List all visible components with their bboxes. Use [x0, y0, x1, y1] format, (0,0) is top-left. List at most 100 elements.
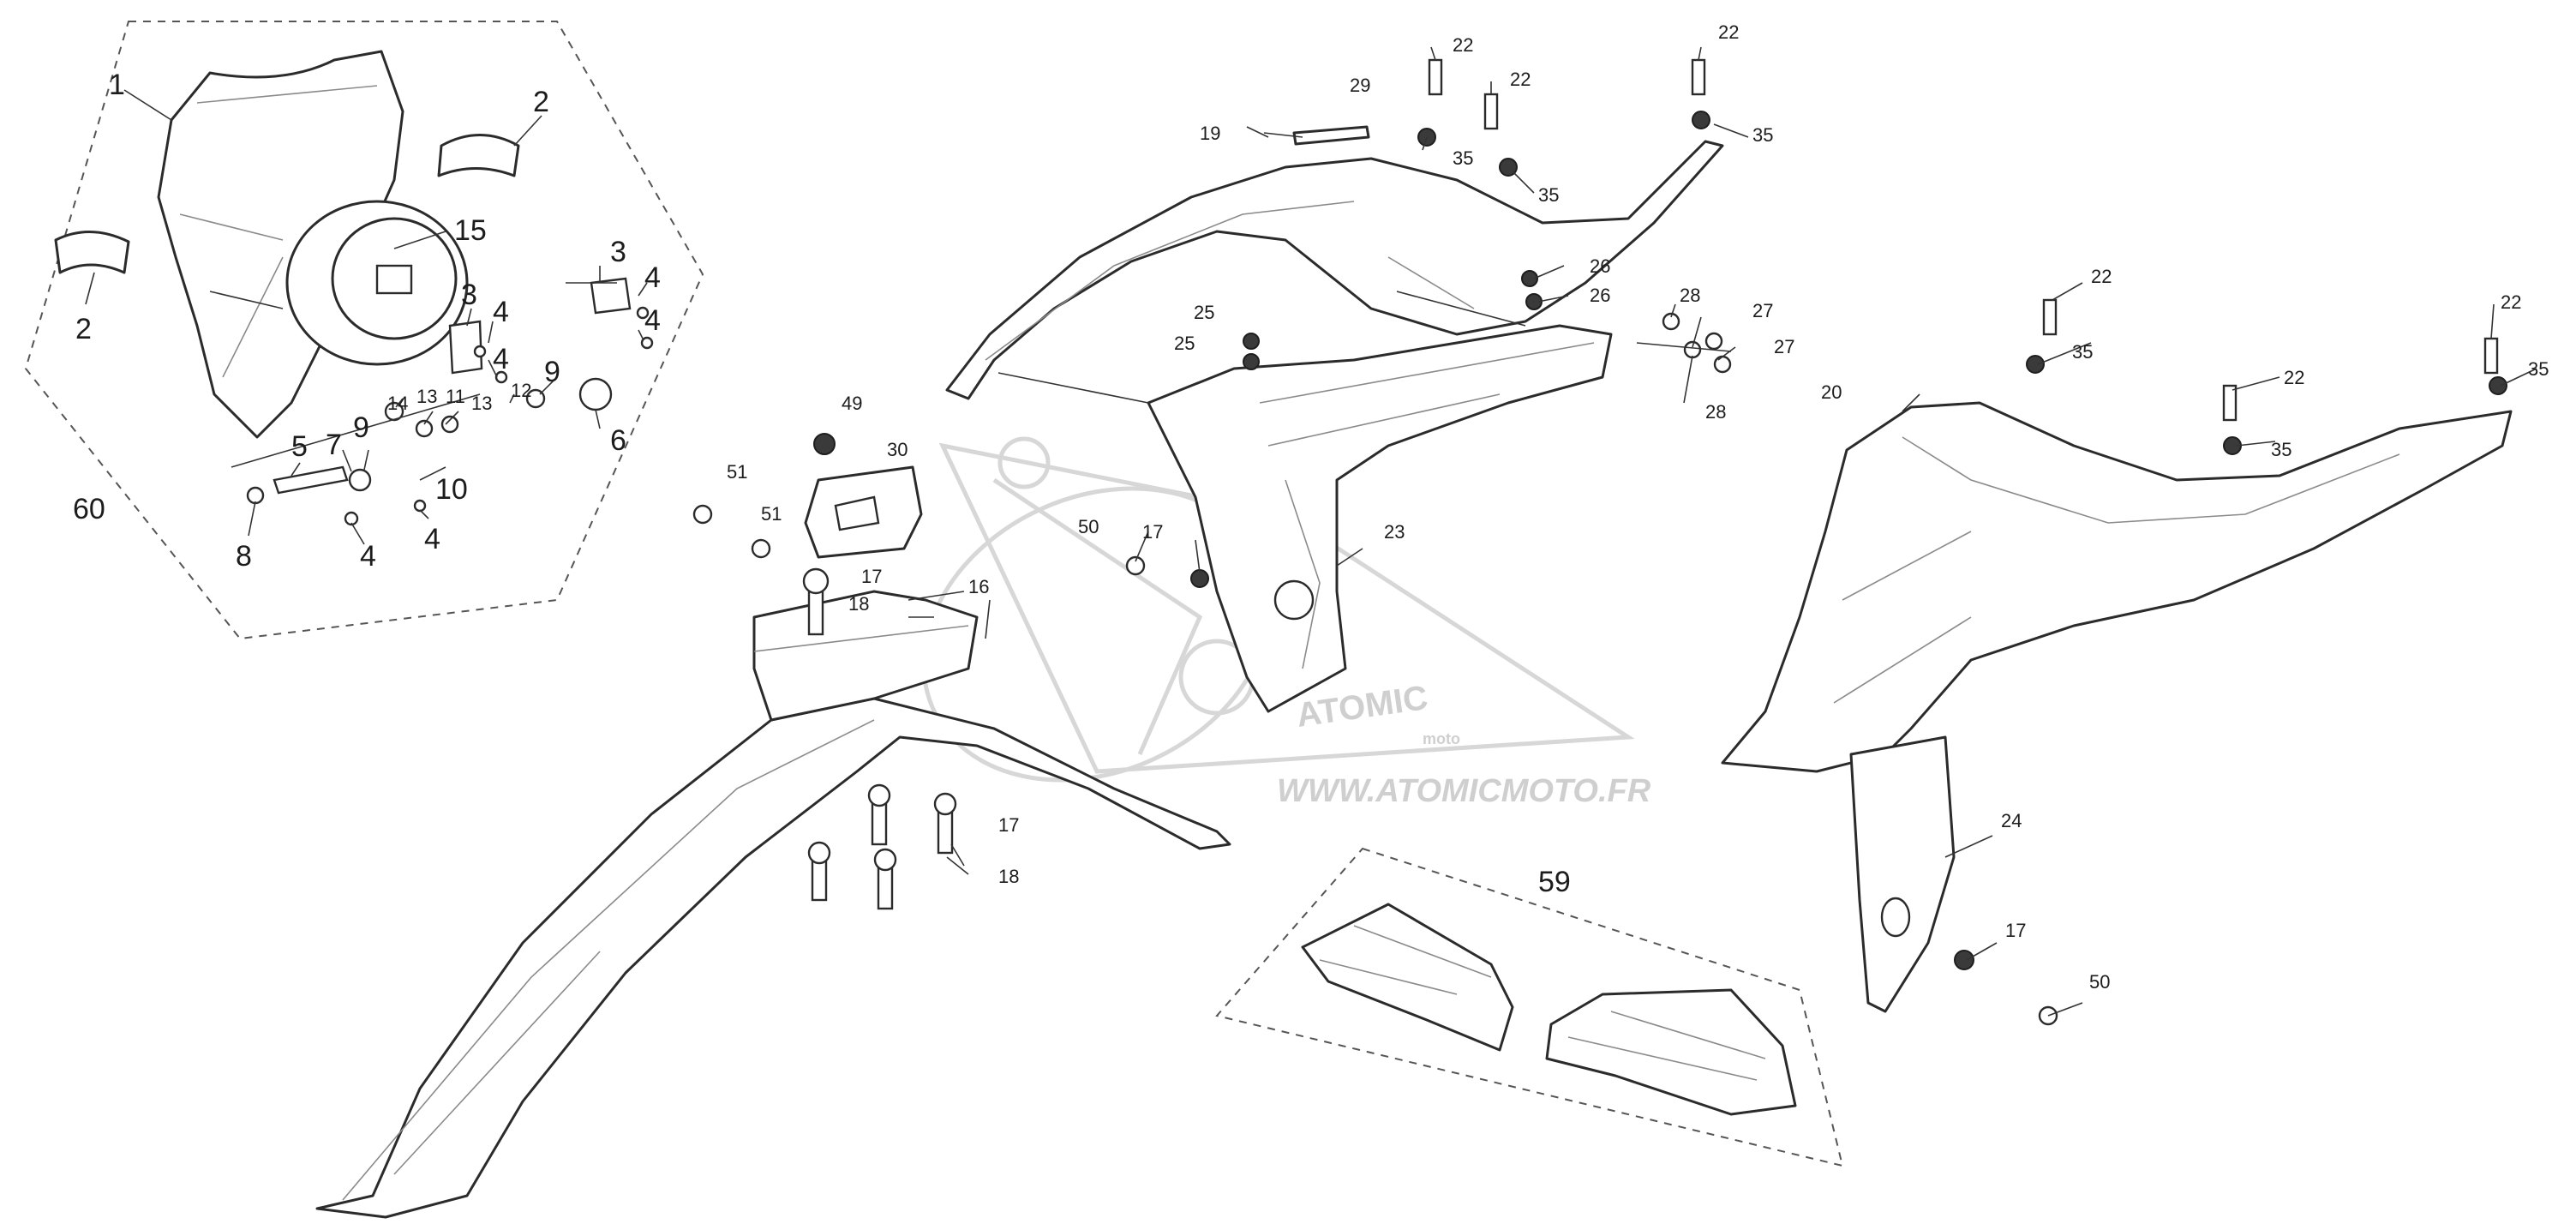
- callout-14: 14: [387, 393, 408, 414]
- callout-22b: 22: [1510, 69, 1531, 90]
- callout-11: 11: [446, 386, 465, 407]
- callout-30: 30: [887, 439, 908, 460]
- front-fender-assembly: [315, 567, 1231, 1219]
- callout-13b: 13: [471, 393, 492, 414]
- watermark-url: WWW.ATOMICMOTO.FR: [1277, 773, 1651, 809]
- callout-22d: 22: [2091, 266, 2112, 287]
- screw-51b: [751, 538, 771, 559]
- callout-50a: 50: [1078, 516, 1099, 537]
- callout-27a: 27: [1752, 300, 1773, 321]
- callout-9b: 9: [353, 411, 369, 444]
- callout-15: 15: [454, 214, 487, 247]
- callout-26a: 26: [1590, 255, 1610, 277]
- callout-22c: 22: [1718, 21, 1739, 43]
- handguard-left: [1301, 903, 1514, 1052]
- callout-22f: 22: [2501, 291, 2521, 313]
- tank-panel-assembly: [1721, 401, 2513, 1013]
- headlight-mask: [157, 50, 404, 439]
- washer-35c: [1692, 111, 1710, 129]
- group-label-60: 60: [73, 493, 105, 525]
- nut-49: [813, 433, 836, 455]
- callout-13a: 13: [416, 386, 437, 407]
- callout-25a: 25: [1194, 302, 1214, 323]
- callout-35b: 35: [1538, 184, 1559, 206]
- bolt-22b: [1483, 93, 1499, 130]
- bolt-22d: [2042, 298, 2058, 336]
- front-fender: [315, 697, 1231, 1219]
- callout-35a: 35: [1453, 147, 1473, 169]
- callout-10: 10: [435, 473, 468, 506]
- handguard-kit-outline: [1215, 847, 1844, 1167]
- callout-51b: 51: [761, 503, 782, 525]
- callout-28a: 28: [1680, 285, 1700, 306]
- callout-35c: 35: [1752, 124, 1773, 146]
- callout-4d: 4: [493, 343, 509, 375]
- callout-2b: 2: [75, 313, 92, 345]
- callout-50b: 50: [2089, 971, 2110, 993]
- callout-12: 12: [511, 380, 531, 401]
- callout-20: 20: [1821, 381, 1842, 403]
- callout-17a: 17: [861, 566, 882, 587]
- screw-51a: [692, 504, 713, 525]
- radiator-shroud: [1147, 324, 1613, 713]
- bolt-22f: [2483, 337, 2499, 375]
- adjuster-knob: [578, 377, 613, 411]
- fender-bolt: [807, 590, 824, 636]
- washer-35f: [2489, 376, 2507, 395]
- callout-17b: 17: [998, 814, 1019, 836]
- callout-51a: 51: [727, 461, 747, 483]
- adjuster-rod: [273, 465, 349, 495]
- callout-24: 24: [2001, 810, 2022, 831]
- callout-28b: 28: [1705, 401, 1726, 423]
- side-panel-assembly: [945, 125, 1724, 400]
- mount-clamp-left: [54, 231, 130, 274]
- bracket-lower: [448, 320, 483, 375]
- bolt-22c: [1691, 58, 1706, 96]
- bolt-22a: [1428, 58, 1443, 96]
- callout-27b: 27: [1774, 336, 1794, 357]
- callout-22a: 22: [1453, 34, 1473, 56]
- callout-8: 8: [236, 540, 252, 573]
- fender-bracket-assembly: [692, 433, 923, 559]
- bracket-upper: [590, 277, 632, 315]
- callout-4e: 4: [360, 540, 376, 573]
- callout-1: 1: [109, 69, 125, 101]
- watermark-logo-sub: moto: [1423, 730, 1460, 747]
- headlight-kit-outline: [24, 21, 704, 640]
- handguard-right: [1545, 988, 1797, 1116]
- callout-35e: 35: [2271, 439, 2291, 460]
- callout-16: 16: [968, 576, 989, 597]
- callout-4a: 4: [644, 261, 661, 294]
- handguard-kit-group: [1215, 847, 1844, 1167]
- fasteners: [997, 58, 2507, 1026]
- callout-49: 49: [842, 393, 862, 414]
- callout-7: 7: [326, 429, 342, 461]
- callout-18a: 18: [848, 593, 869, 615]
- side-panel: [945, 140, 1724, 400]
- callout-2a: 2: [533, 86, 549, 118]
- mount-clamp-right: [437, 134, 520, 177]
- callout-4f: 4: [424, 523, 440, 555]
- callout-5: 5: [291, 430, 308, 463]
- callout-3a: 3: [610, 236, 626, 268]
- fender-washer: [802, 567, 830, 595]
- callout-6: 6: [610, 424, 626, 457]
- callout-23: 23: [1384, 521, 1405, 543]
- callout-4c: 4: [493, 296, 509, 328]
- callout-29: 29: [1350, 75, 1370, 96]
- callout-26b: 26: [1590, 285, 1610, 306]
- callout-3b: 3: [461, 279, 477, 311]
- callout-labels: 60 59 1 2 2 15 3 3 4 4 4 4 4 4 9 9 6 12 …: [73, 21, 2549, 993]
- callout-4b: 4: [644, 304, 661, 337]
- callout-35d: 35: [2072, 341, 2093, 363]
- callout-17c: 17: [1142, 521, 1163, 543]
- callout-22e: 22: [2284, 367, 2304, 388]
- bolt-22e: [2222, 384, 2238, 422]
- callout-19: 19: [1200, 123, 1220, 144]
- group-label-59: 59: [1538, 866, 1571, 898]
- tank-panel-lower: [1849, 735, 1956, 1013]
- callout-25b: 25: [1174, 333, 1195, 354]
- tank-panel: [1721, 401, 2513, 773]
- callout-17d: 17: [2005, 920, 2026, 941]
